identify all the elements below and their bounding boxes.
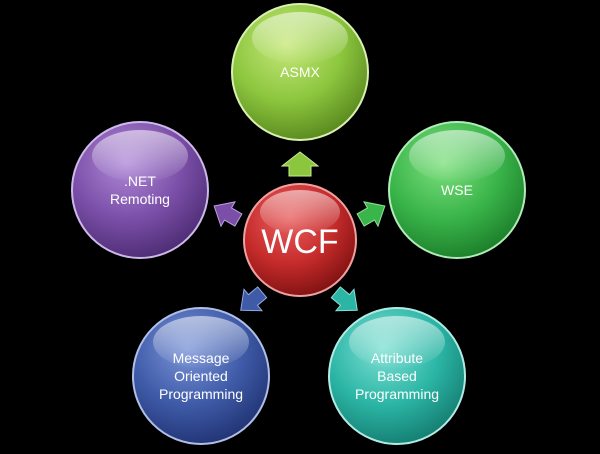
arrow-to-remoting bbox=[213, 201, 243, 228]
arrow-to-message bbox=[240, 286, 268, 312]
node-message-oriented-programming: Message Oriented Programming bbox=[132, 307, 270, 445]
arrow-to-wse bbox=[356, 201, 386, 228]
node-asmx-label: ASMX bbox=[280, 64, 320, 80]
node-attribute-label-line3: Programming bbox=[355, 386, 439, 402]
node-net-remoting: .NET Remoting bbox=[71, 121, 209, 259]
node-remoting-label-line1: .NET bbox=[124, 173, 156, 189]
node-message-label-line3: Programming bbox=[159, 386, 243, 402]
node-attribute-label-line2: Based bbox=[377, 368, 417, 384]
node-message-label-line2: Oriented bbox=[174, 368, 228, 384]
node-message-label-line1: Message bbox=[173, 350, 230, 366]
node-asmx: ASMX bbox=[231, 3, 369, 141]
center-node-wcf: WCF bbox=[243, 183, 357, 297]
node-attribute-based-programming: Attribute Based Programming bbox=[328, 307, 466, 445]
center-node-label: WCF bbox=[261, 223, 338, 261]
node-wse-label: WSE bbox=[441, 182, 473, 198]
node-attribute-label-line1: Attribute bbox=[371, 350, 423, 366]
arrow-to-attribute bbox=[330, 286, 358, 312]
node-remoting-label-line2: Remoting bbox=[110, 191, 170, 207]
arrow-to-asmx bbox=[280, 151, 320, 177]
node-wse: WSE bbox=[388, 121, 526, 259]
